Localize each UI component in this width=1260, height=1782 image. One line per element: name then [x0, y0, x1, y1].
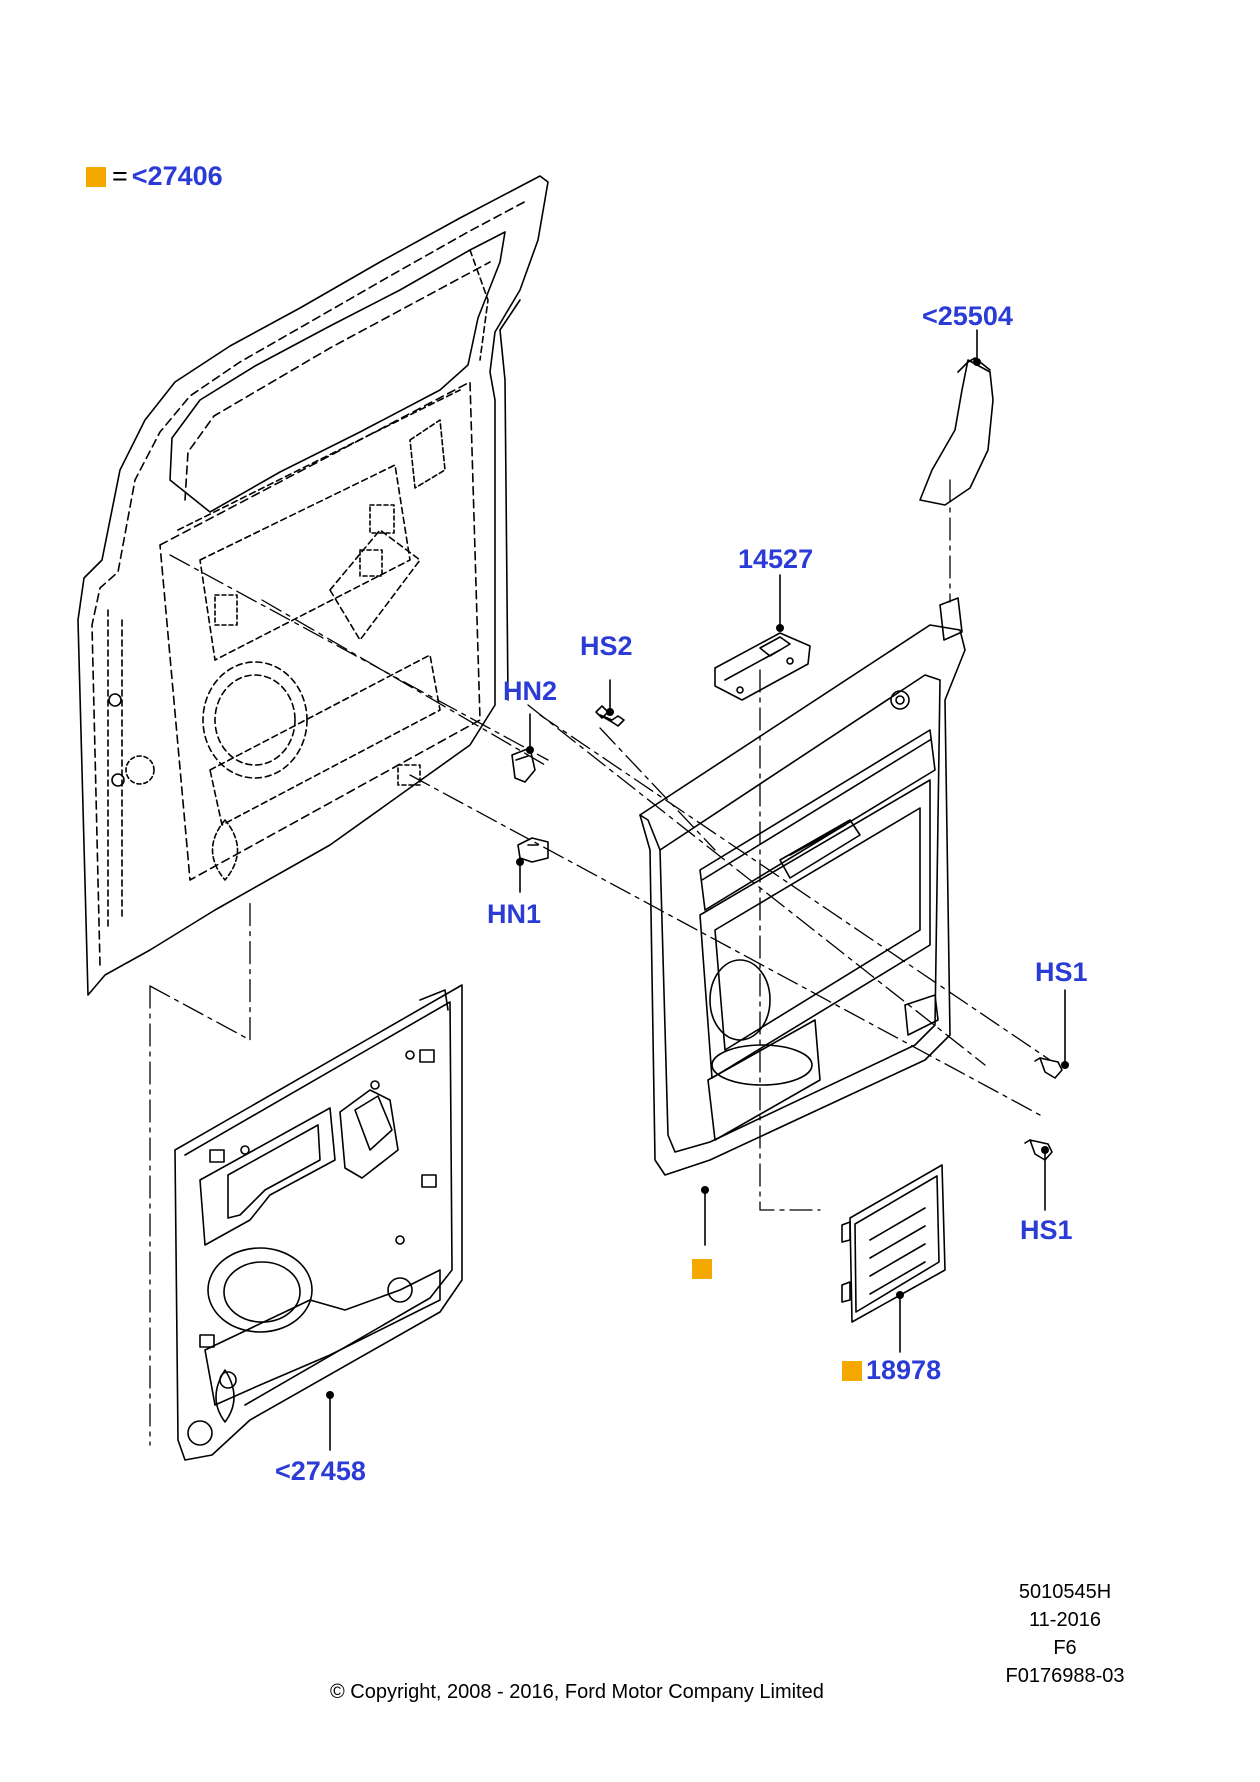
callout-leaders [329, 329, 1066, 1451]
legend: =<27406 [86, 160, 223, 192]
drawing-date: 11-2016 [1029, 1609, 1101, 1631]
door-trim-panel [639, 597, 966, 1176]
callout-cover-label[interactable]: 18978 [866, 1355, 942, 1385]
callout-molding[interactable]: <25504 [922, 301, 1013, 331]
door-inner-panel [77, 175, 549, 996]
callout-hs2[interactable]: HS2 [580, 631, 633, 661]
marker-trim-panel [692, 1252, 712, 1284]
callout-watershield[interactable]: <27458 [275, 1456, 366, 1486]
drawing-figure-id: F0176988-03 [1005, 1665, 1125, 1687]
drawing-number: 5010545H [1018, 1581, 1112, 1603]
callout-hs1-upper[interactable]: HS1 [1035, 957, 1088, 987]
molding-part [919, 357, 994, 506]
legend-equals: = [112, 161, 128, 191]
trim-panel-marker-icon [692, 1259, 712, 1279]
copyright-notice: © Copyright, 2008 - 2016, Ford Motor Com… [330, 1681, 824, 1703]
callout-cover: 18978 [842, 1354, 941, 1386]
callout-switch[interactable]: 14527 [738, 544, 814, 574]
cover-marker-icon [842, 1361, 862, 1381]
watershield-panel [174, 984, 463, 1461]
leader-lines [149, 479, 1051, 1446]
drawing-info: 5010545H 11-2016 F6 F0176988-03 [990, 1578, 1140, 1690]
window-switch-part [714, 632, 811, 701]
drawing-page: F6 [1053, 1637, 1077, 1659]
legend-label[interactable]: <27406 [131, 161, 223, 191]
cover-part [841, 1164, 946, 1323]
callout-dots [326, 358, 1069, 1399]
fastener-hs1-lower [1024, 1139, 1053, 1161]
callout-hn2[interactable]: HN2 [503, 676, 558, 706]
fastener-hs1-upper [1034, 1057, 1063, 1079]
callout-hn1[interactable]: HN1 [487, 899, 542, 929]
callout-hs1-lower[interactable]: HS1 [1020, 1215, 1073, 1245]
fastener-hn1 [517, 837, 549, 863]
legend-marker-icon [86, 167, 106, 187]
